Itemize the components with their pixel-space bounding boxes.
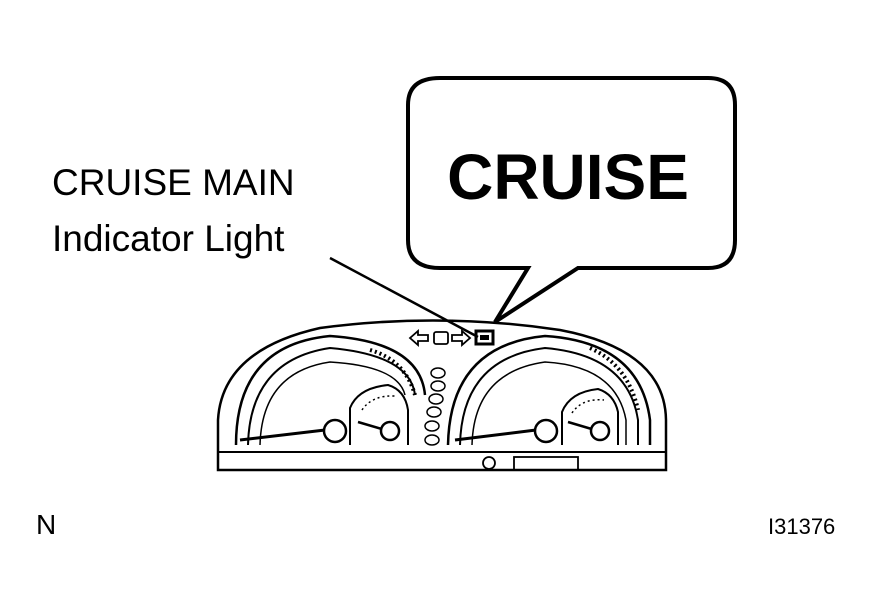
callout-label-line1: CRUISE MAIN <box>52 162 295 203</box>
top-indicators <box>408 329 495 347</box>
right-turn-icon <box>451 329 472 347</box>
odometer-display <box>513 456 579 471</box>
figure-code: I31376 <box>768 514 836 539</box>
indicator-lamp-icon <box>433 331 449 345</box>
cluster-outline <box>216 319 668 472</box>
indicator-column <box>424 367 446 446</box>
cruise-main-indicator-lamp <box>474 329 495 346</box>
left-gauge <box>234 334 427 446</box>
corner-letter: N <box>36 509 57 540</box>
bubble-text: CRUISE <box>447 141 689 213</box>
leader-line <box>329 256 479 339</box>
speech-bubble <box>406 76 737 324</box>
trip-reset-knob-icon <box>482 456 496 470</box>
left-turn-icon <box>408 329 429 347</box>
callout-label-line2: Indicator Light <box>52 218 285 259</box>
right-gauge <box>446 334 652 446</box>
